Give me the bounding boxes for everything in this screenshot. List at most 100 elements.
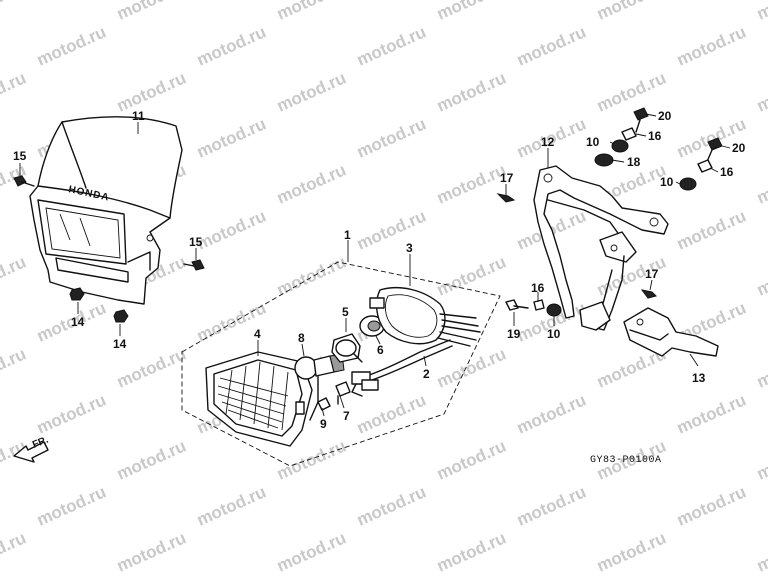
callout-9: 9	[320, 417, 327, 431]
callout-4: 4	[254, 327, 261, 341]
watermark-text: motod.ru	[0, 344, 29, 391]
watermark-text: motod.ru	[0, 528, 29, 575]
headlight-case	[369, 287, 481, 347]
watermark-text: motod.ru	[274, 252, 349, 299]
watermark-text: motod.ru	[594, 528, 669, 575]
watermark-text: motod.ru	[754, 252, 768, 299]
screw-17-right	[640, 289, 657, 299]
watermark-text: motod.ru	[194, 482, 269, 529]
callout-11: 11	[132, 109, 145, 123]
position-bulb	[317, 397, 331, 411]
watermark-text: motod.ru	[434, 252, 509, 299]
callout-8: 8	[298, 331, 305, 345]
watermark-text: motod.ru	[754, 344, 768, 391]
callout-6: 6	[377, 343, 384, 357]
watermark-text: motod.ru	[114, 436, 189, 483]
callout-12: 12	[541, 135, 555, 149]
watermark-text: motod.ru	[514, 482, 589, 529]
watermark-text: motod.ru	[354, 482, 429, 529]
watermark-text: motod.ru	[274, 68, 349, 115]
callout-19: 19	[507, 327, 521, 341]
leader-lines	[19, 113, 731, 417]
callout-13: 13	[692, 371, 706, 385]
watermark-text: motod.ru	[0, 0, 29, 24]
watermark-text: motod.ru	[114, 0, 189, 24]
callout-10-top: 10	[586, 135, 600, 149]
position-socket	[335, 381, 351, 405]
watermark-text: motod.ru	[274, 160, 349, 207]
callout-17-top: 17	[500, 171, 514, 185]
watermark-text: motod.ru	[114, 344, 189, 391]
callout-14-left: 14	[71, 315, 85, 329]
watermark-text: motod.ru	[34, 22, 109, 69]
callout-2: 2	[423, 367, 430, 381]
callout-16-top: 16	[648, 129, 662, 143]
watermark-text: motod.ru	[754, 436, 768, 483]
grommet-10-top	[611, 139, 629, 153]
watermark-text: motod.ru	[434, 160, 509, 207]
headlight-stay	[623, 307, 719, 357]
collar-16-bottom	[533, 299, 545, 311]
headlight-bulb	[294, 353, 345, 380]
watermark-text: motod.ru	[514, 390, 589, 437]
watermark-text: motod.ru	[354, 390, 429, 437]
watermark-text: motod.ru	[754, 0, 768, 24]
bolt-20-top	[633, 107, 649, 133]
watermark-text: motod.ru	[674, 22, 749, 69]
watermark-text: motod.ru	[434, 0, 509, 24]
callout-numbers: 11 15 15 14 14 1 3 4 5 8 6 2 7 9 12 17 1…	[13, 109, 746, 431]
watermark-text: motod.ru	[434, 68, 509, 115]
grommet-10-bottom	[546, 303, 562, 317]
watermark-text: motod.ru	[674, 390, 749, 437]
callout-10-right: 10	[660, 175, 674, 189]
watermark-text: motod.ru	[194, 114, 269, 161]
callout-7: 7	[343, 409, 350, 423]
watermark-text: motod.ru	[114, 528, 189, 575]
headlight-unit	[205, 351, 319, 447]
watermark-text: motod.ru	[34, 390, 109, 437]
bolt-15-right	[183, 259, 205, 271]
watermark-text: motod.ru	[514, 22, 589, 69]
watermark-text: motod.ru	[434, 436, 509, 483]
bolt-19	[505, 299, 529, 311]
watermark-text: motod.ru	[434, 344, 509, 391]
assembly-outline	[181, 261, 501, 467]
watermark-text: motod.ru	[34, 482, 109, 529]
grommet-10-right	[679, 177, 697, 191]
watermark-text: motod.ru	[754, 528, 768, 575]
rubber-cap	[359, 315, 385, 337]
watermark-text: motod.ru	[354, 114, 429, 161]
callout-18: 18	[627, 155, 641, 169]
callout-20-right: 20	[732, 141, 746, 155]
arrow-left-icon	[13, 441, 49, 463]
wire-harness	[351, 339, 453, 397]
watermark-text: motod.ru	[434, 528, 509, 575]
nut-14-right	[113, 309, 129, 323]
watermark-text: motod.ru	[194, 206, 269, 253]
watermark-text: motod.ru	[754, 68, 768, 115]
collar-16-top	[621, 127, 637, 141]
watermark-text: motod.ru	[194, 22, 269, 69]
callout-1: 1	[344, 228, 351, 242]
bulb-socket	[331, 333, 363, 363]
callout-16-bottom: 16	[531, 281, 545, 295]
watermark-text: motod.ru	[594, 0, 669, 24]
callout-15-right: 15	[189, 235, 203, 249]
grommet-18	[594, 153, 614, 167]
watermark-text: motod.ru	[354, 206, 429, 253]
diagram-code: GY83-P0100A	[590, 455, 662, 466]
watermark-text: motod.ru	[354, 22, 429, 69]
watermark-text: motod.ru	[274, 528, 349, 575]
watermark-text: motod.ru	[674, 206, 749, 253]
watermark-text: motod.ru	[0, 68, 29, 115]
watermark-text: motod.ru	[0, 252, 29, 299]
callout-10-bottom: 10	[547, 327, 561, 341]
collar-16-right	[697, 159, 713, 173]
watermark-text: motod.ru	[0, 436, 29, 483]
watermark-text: motod.ru	[754, 160, 768, 207]
headlight-bracket	[533, 165, 669, 331]
watermark-text: motod.ru	[274, 0, 349, 24]
callout-14-right: 14	[113, 337, 127, 351]
callout-15-left: 15	[13, 149, 27, 163]
